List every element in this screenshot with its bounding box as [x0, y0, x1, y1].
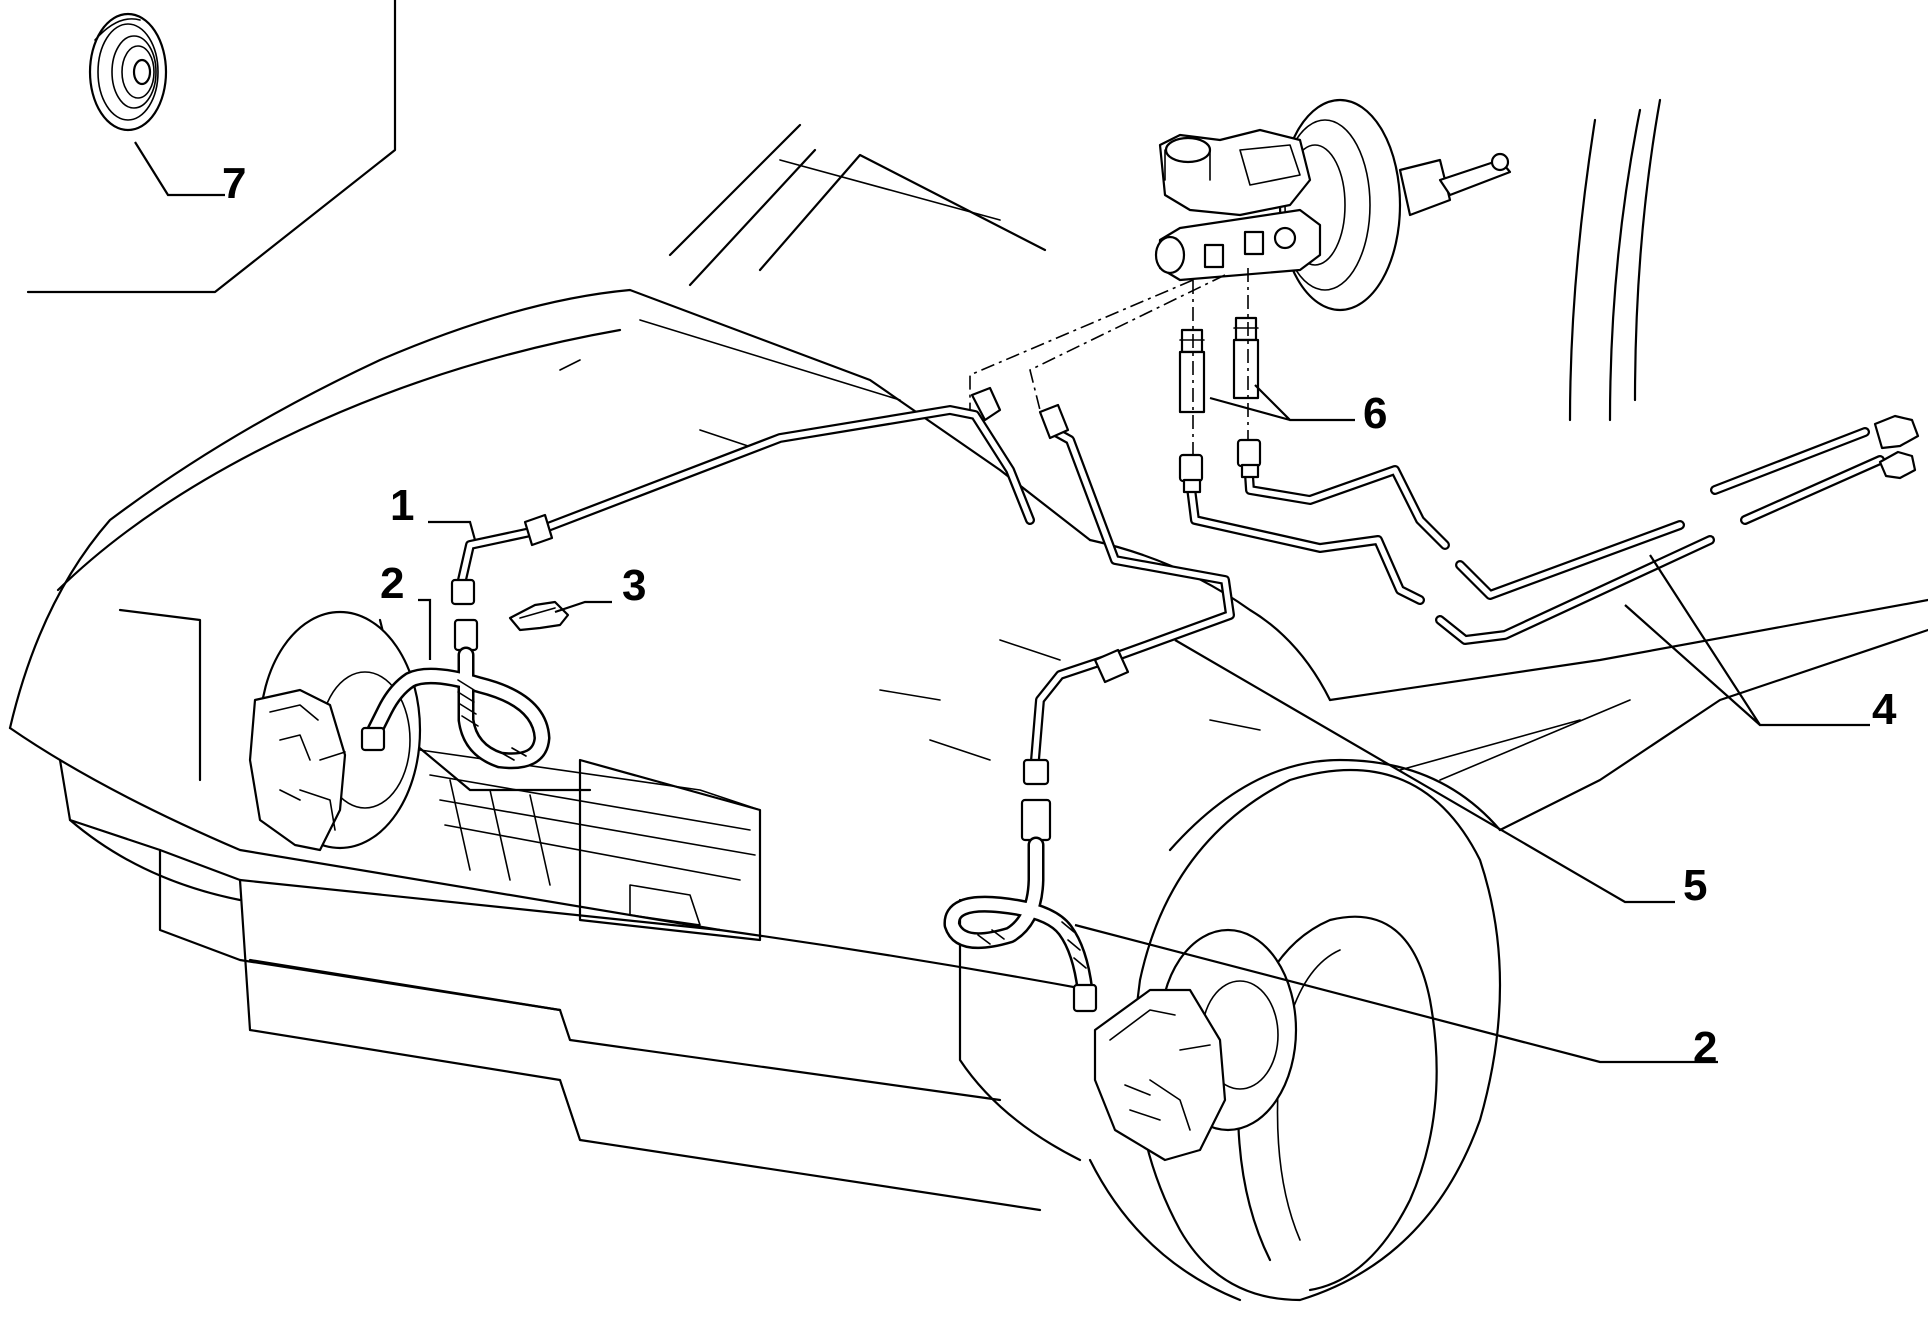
callout-7: 7 — [222, 159, 246, 208]
callout-3: 3 — [622, 561, 646, 610]
dashed-center-lines — [969, 268, 1249, 470]
grommet-part — [88, 12, 168, 132]
inset-frame — [26, 0, 397, 294]
connector-part-6 — [1178, 316, 1260, 414]
callout-labels: 1 2 3 4 5 6 7 2 — [222, 159, 1897, 1072]
callout-4: 4 — [1872, 685, 1897, 734]
right-front-pipe — [1022, 403, 1235, 786]
left-brake-assembly — [248, 610, 422, 852]
callout-6: 6 — [1363, 389, 1387, 438]
right-brake-assembly — [1093, 928, 1298, 1162]
leader-lines — [134, 141, 1870, 1064]
car-body — [8, 98, 1928, 1212]
rear-brake-lines — [1178, 414, 1920, 645]
callout-2-left: 2 — [380, 559, 404, 608]
callout-1: 1 — [390, 481, 414, 530]
master-cylinder — [1154, 98, 1512, 312]
right-flexible-hose — [943, 798, 1098, 1013]
left-flexible-hose — [360, 618, 551, 770]
callout-5: 5 — [1683, 861, 1707, 910]
callout-2-right: 2 — [1693, 1023, 1717, 1072]
left-front-pipe — [450, 386, 1035, 606]
clip-part-3 — [508, 600, 570, 632]
